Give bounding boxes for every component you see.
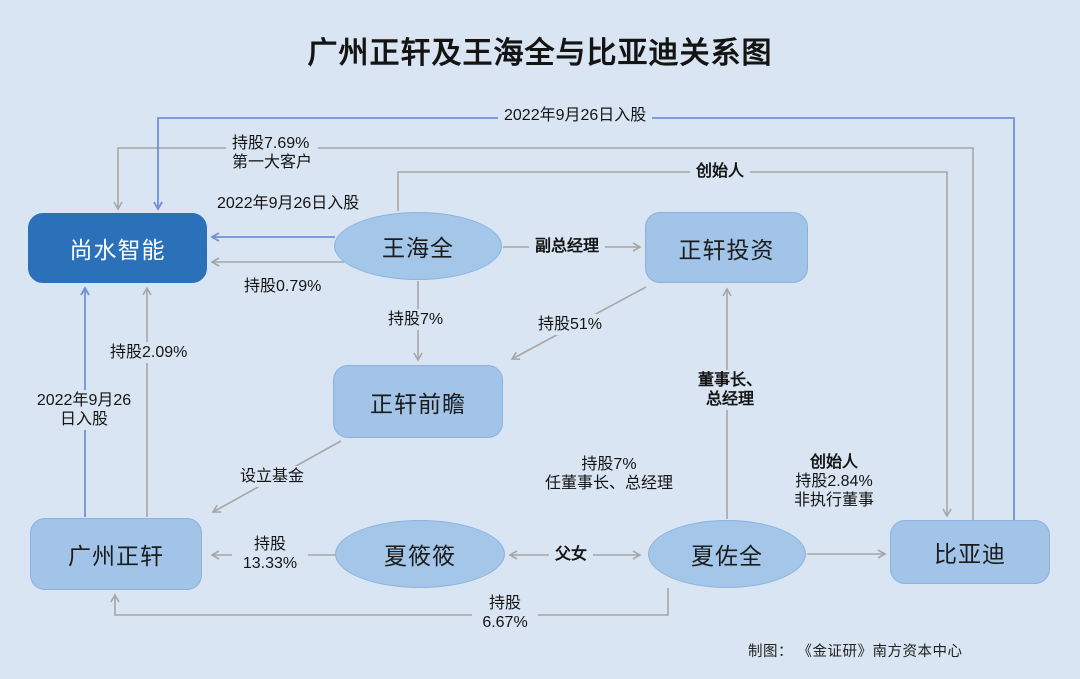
role-line1: 董事长、 xyxy=(697,372,762,389)
edge-label-xiazq-xiaxx-relation: 父女 xyxy=(549,544,594,565)
node-shangshui-zhineng: 尚水智能 xyxy=(28,213,207,283)
edge-label-xiazq-qianzhan: 持股7% 任董事长、总经理 xyxy=(536,454,682,494)
node-zhengxuan-qianzhan: 正轩前瞻 xyxy=(333,365,503,438)
customer-text: 第一大客户 xyxy=(232,154,313,171)
edge-label-qianzhan-gzzx-fund: 设立基金 xyxy=(234,466,311,487)
edge-label-wang-zxtz-role: 副总经理 xyxy=(529,236,606,257)
node-label: 夏筱筱 xyxy=(384,543,456,569)
edge-label-gzzx-shangshui-date: 2022年9月26 日入股 xyxy=(25,390,143,430)
edge-label-xiazq-byd: 创始人 持股2.84% 非执行董事 xyxy=(779,452,889,511)
stake-text: 持股2.84% xyxy=(795,473,873,490)
stake-line2: 6.67% xyxy=(482,614,528,631)
edge-label-byd-shangshui-stake: 持股7.69% 第一大客户 xyxy=(226,133,319,173)
node-xia-xiaoxiao: 夏筱筱 xyxy=(335,520,505,588)
date-line1: 2022年9月26 xyxy=(36,392,132,409)
diagram-title: 广州正轩及王海全与比亚迪关系图 xyxy=(307,37,773,70)
stake-line1: 持股 xyxy=(488,595,521,612)
node-label: 夏佐全 xyxy=(691,543,763,569)
stake-line2: 13.33% xyxy=(242,555,298,572)
node-label: 正轩投资 xyxy=(678,236,775,263)
credit-text: 制图： 《金证研》南方资本中心 xyxy=(748,644,963,660)
edge-label-xiazq-gzzx-stake: 持股 6.67% xyxy=(472,593,538,633)
stake-text: 持股7% xyxy=(581,456,637,473)
edge-label-xiaxx-gzzx-stake: 持股 13.33% xyxy=(232,534,308,574)
node-label: 比亚迪 xyxy=(934,541,1006,567)
edge-label-wang-byd-founder: 创始人 xyxy=(690,161,751,182)
stake-line1: 持股 xyxy=(253,536,286,553)
edge-label-wang-qianzhan-stake: 持股7% xyxy=(382,309,450,330)
founder-text: 创始人 xyxy=(809,454,858,471)
role-text: 任董事长、总经理 xyxy=(544,475,673,492)
edge-label-gzzx-shangshui-stake: 持股2.09% xyxy=(104,342,194,363)
node-label: 尚水智能 xyxy=(69,237,166,263)
node-zhengxuan-touzi: 正轩投资 xyxy=(645,212,808,283)
edge-wang-to-byd-founder xyxy=(397,171,952,518)
edge-xiazq-to-gzzx-stake xyxy=(110,588,669,616)
edge-label-byd-shangshui-date: 2022年9月26日入股 xyxy=(498,105,653,126)
node-byd: 比亚迪 xyxy=(890,520,1050,584)
node-label: 正轩前瞻 xyxy=(370,390,466,417)
node-label: 广州正轩 xyxy=(68,543,164,569)
node-xia-zuoquan: 夏佐全 xyxy=(648,520,806,588)
node-guangzhou-zhengxuan: 广州正轩 xyxy=(30,518,202,590)
edge-byd-to-shangshui-stake xyxy=(113,147,974,520)
edge-label-wang-shangshui-date: 2022年9月26日入股 xyxy=(211,193,366,214)
edge-label-zxtz-qianzhan-stake: 持股51% xyxy=(532,314,609,335)
node-wang-haiquan: 王海全 xyxy=(334,212,502,280)
edge-label-wang-shangshui-stake: 持股0.79% xyxy=(238,276,328,297)
node-label: 王海全 xyxy=(382,235,454,261)
edge-label-xiazq-zxtz-role: 董事长、 总经理 xyxy=(682,370,778,410)
role-text: 非执行董事 xyxy=(793,492,874,509)
date-line2: 日入股 xyxy=(59,411,108,428)
stake-text: 持股7.69% xyxy=(232,135,310,152)
role-line2: 总经理 xyxy=(705,391,754,408)
